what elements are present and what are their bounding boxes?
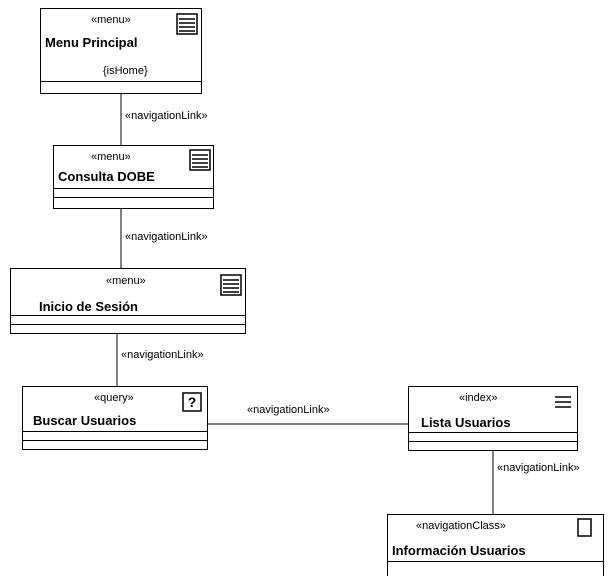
node-name: Lista Usuarios (421, 415, 511, 430)
node-stereotype: «navigationClass» (416, 520, 506, 532)
node-stereotype: «index» (459, 392, 498, 404)
node-compartment (41, 81, 201, 82)
node-compartment (11, 315, 245, 316)
svg-text:?: ? (188, 394, 197, 410)
link-label-1: «navigationLink» (125, 110, 208, 122)
node-name: Consulta DOBE (58, 169, 155, 184)
navigation-class-icon (577, 518, 592, 537)
menu-icon (189, 149, 211, 171)
node-compartment (23, 440, 207, 441)
node-compartment (23, 431, 207, 432)
index-icon (555, 396, 571, 408)
query-icon: ? (182, 392, 202, 412)
node-consulta-dobe[interactable]: «menu» Consulta DOBE (53, 145, 214, 209)
node-compartment (54, 188, 213, 189)
node-stereotype: «query» (94, 392, 134, 404)
node-compartment (409, 441, 577, 442)
node-lista-usuarios[interactable]: «index» Lista Usuarios (408, 386, 578, 451)
link-label-3: «navigationLink» (121, 349, 204, 361)
link-label-5: «navigationLink» (497, 462, 580, 474)
node-informacion-usuarios[interactable]: «navigationClass» Información Usuarios (387, 514, 604, 576)
node-stereotype: «menu» (91, 151, 131, 163)
node-buscar-usuarios[interactable]: «query» Buscar Usuarios ? (22, 386, 208, 450)
node-compartment (409, 432, 577, 433)
node-inicio-de-sesion[interactable]: «menu» Inicio de Sesión (10, 268, 246, 334)
node-compartment (388, 561, 603, 562)
node-compartment (11, 324, 245, 325)
menu-icon (176, 13, 198, 35)
node-name: Inicio de Sesión (39, 299, 138, 314)
menu-icon (220, 274, 242, 296)
link-label-4: «navigationLink» (247, 404, 330, 416)
node-menu-principal[interactable]: «menu» Menu Principal {isHome} (40, 8, 202, 94)
node-name: Información Usuarios (392, 543, 526, 558)
link-label-2: «navigationLink» (125, 231, 208, 243)
node-stereotype: «menu» (106, 275, 146, 287)
node-compartment (54, 197, 213, 198)
node-name: Buscar Usuarios (33, 413, 137, 428)
node-name: Menu Principal (45, 35, 138, 50)
node-tag: {isHome} (103, 65, 148, 77)
node-stereotype: «menu» (91, 14, 131, 26)
